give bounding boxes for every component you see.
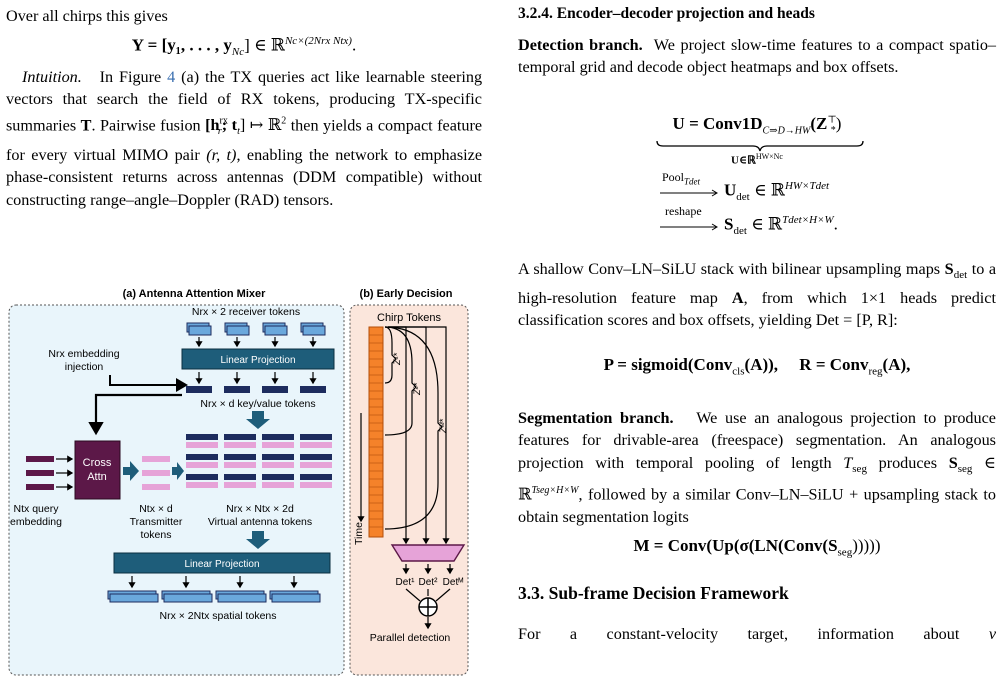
equation-u: U = Conv1DC⇒D→HW(Z⊤*) [672,114,842,137]
nrx-embedding-label: Nrx embedding [48,348,119,360]
rx-to-linear-arrows [195,337,317,348]
equation-p-r: P = sigmoid(Convcls(A)), R = Convreg(A), [603,355,911,378]
receiver-token-stacks [186,322,326,336]
kv-tokens [186,386,326,393]
tx-to-virtual-arrow [172,462,184,480]
section-heading-3-2-4: 3.2.4. Encoder–decoder projection and he… [518,5,815,22]
linear-projection-bottom-label: Linear Projection [184,559,259,570]
linear-projection-top [181,348,335,370]
reshape-arrow [660,223,718,231]
intuition-paragraph: Intuition. In Figure 4 (a) the TX querie… [6,68,483,209]
query-embedding-bars [26,456,54,490]
crossattn-to-tx-arrow [123,461,139,481]
linear-projection-top-label: Linear Projection [220,355,295,366]
virtual-dims-label: Nrx × Ntx × 2d [226,503,294,515]
cross-attn-label-1: Cross [83,457,112,469]
chirp-subset-lines [384,326,450,545]
parallel-detection-label: Parallel detection [370,632,451,644]
z1-label: Z¹* [392,353,402,366]
kv-to-virtual-arrow [246,411,270,429]
query-to-crossattn-arrows [56,455,74,491]
equation-sdet: Sdet ∈ ℝTdet×H×W. [724,214,838,238]
equation-udet: Udet ∈ ℝHW×Tdet [724,180,830,204]
detection-paragraph: Detection branch. We project slow-time f… [518,36,997,77]
segmentation-paragraph: Segmentation branch. We use an analogous… [518,409,997,527]
rx-tokens-label: Nrx × 2 receiver tokens [192,306,300,318]
det-to-sum-lines [405,588,451,602]
transmitter-label: Transmitter [130,516,183,528]
spatial-tokens [107,590,321,603]
panel-b-background [349,304,469,676]
last-paragraph-line: For a constant-velocity target, informat… [518,625,996,643]
chirp-tokens-label: Chirp Tokens [377,312,441,324]
sum-node-icon [418,597,438,617]
intro-line: Over all chirps this gives [6,7,168,25]
virtual-antenna-grid [186,434,332,488]
figure-4: (a) Antenna Attention Mixer (b) Early De… [8,288,469,676]
linear-to-kv-arrows [195,372,317,385]
reshape-label: reshape [665,204,702,218]
chirp-token-column [368,326,384,538]
kv-tokens-label: Nrx × d key/value tokens [200,398,315,410]
zm-label: Zᴹ* [438,419,448,434]
section-heading-3-3: 3.3. Sub-frame Decision Framework [518,583,789,603]
ntx-embedding-label: embedding [10,516,62,528]
injection-arrow [109,375,188,392]
equation-y: Y = [y₁, . . . , yNc] ∈ ℝNc×(2Nrx Ntx). [131,35,357,59]
virtual-to-linear-arrow [246,531,270,549]
kv-to-crossattn-arrow [88,393,182,436]
cross-attn-block [74,440,121,500]
z2-label: Z²* [412,383,422,396]
transmitter-token-bars [142,456,170,490]
ntx-d-label: Ntx × d [139,503,173,515]
panel-a-background [8,304,345,676]
detm-label: Detᴹ [443,577,464,588]
linear-to-spatial-arrows [128,576,298,589]
nrx-injection-label: injection [65,361,104,373]
underbrace-label: U∈ℝHW×Nc [731,152,783,167]
pool-label: PoolTdet [662,170,701,187]
panel-b-title: (b) Early Decision [360,288,453,300]
det2-label: Det² [419,577,439,588]
det1-label: Det¹ [396,577,416,588]
underbrace [656,140,864,152]
pool-arrow [660,189,718,197]
virtual-antenna-label: Virtual antenna tokens [208,516,312,528]
linear-projection-bottom [113,552,331,574]
early-decision-decoder [390,544,466,562]
figure-ref-link[interactable]: 4 [167,68,176,86]
shallow-stack-paragraph: A shallow Conv–LN–SiLU stack with biline… [518,260,997,330]
decoder-output-arrows [402,564,454,575]
cross-attn-label-2: Attn [87,471,107,483]
spatial-tokens-label: Nrx × 2Ntx spatial tokens [159,610,276,622]
panel-a-title: (a) Antenna Attention Mixer [123,288,267,300]
equation-m: M = Conv(Up(σ(LN(Conv(Sseg))))) [633,536,881,559]
transmitter-tokens-label: tokens [141,529,172,541]
ntx-query-label: Ntx query [14,503,60,515]
time-label: Time [353,522,365,545]
